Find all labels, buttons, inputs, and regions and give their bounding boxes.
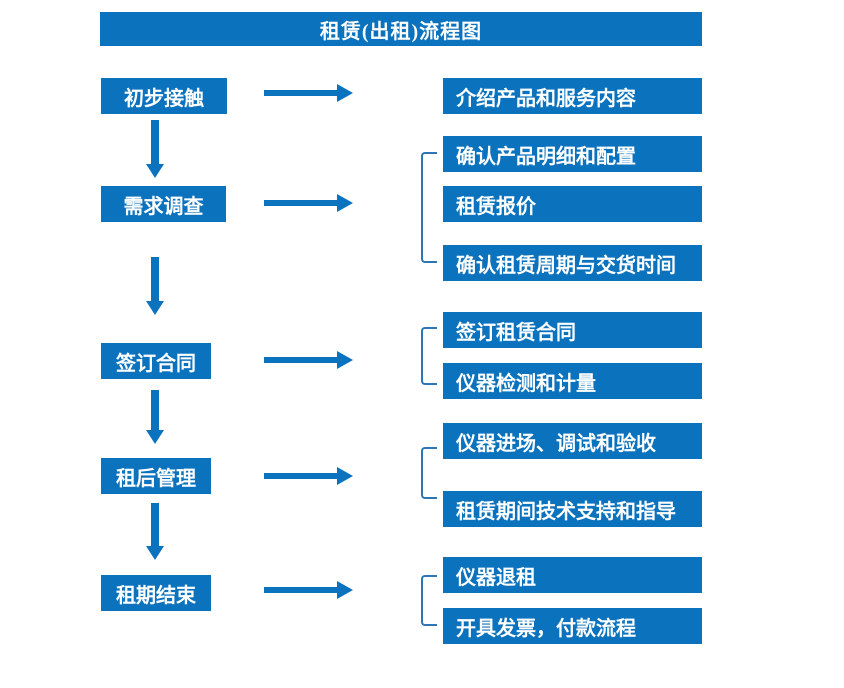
output-introduce-products: 介绍产品和服务内容 — [443, 78, 702, 114]
arrow-down-icon — [146, 503, 164, 560]
step-demand-survey: 需求调查 — [101, 186, 226, 222]
output-invoice-payment: 开具发票，付款流程 — [443, 608, 702, 644]
output-instrument-testing: 仪器检测和计量 — [443, 363, 702, 399]
output-confirm-product-details: 确认产品明细和配置 — [443, 136, 702, 172]
bracket-connector — [421, 327, 437, 385]
step-post-rental-management: 租后管理 — [101, 458, 211, 494]
step-initial-contact: 初步接触 — [101, 78, 227, 114]
arrow-right-icon — [264, 467, 353, 485]
arrow-down-icon — [146, 120, 164, 178]
arrow-right-icon — [264, 581, 353, 599]
bracket-connector — [421, 152, 437, 263]
output-technical-support: 租赁期间技术支持和指导 — [443, 491, 702, 527]
page-title: 租赁(出租)流程图 — [319, 20, 483, 43]
output-sign-rental-contract: 签订租赁合同 — [443, 312, 702, 348]
output-instrument-setup-acceptance: 仪器进场、调试和验收 — [443, 423, 702, 459]
arrow-right-icon — [264, 84, 353, 102]
step-rental-end: 租期结束 — [101, 575, 211, 611]
output-instrument-return: 仪器退租 — [443, 557, 702, 593]
bracket-connector — [421, 447, 437, 499]
output-rental-quotation: 租赁报价 — [443, 186, 702, 222]
arrow-right-icon — [264, 351, 353, 369]
arrow-down-icon — [146, 390, 164, 444]
title-bar: 租赁(出租)流程图 — [100, 12, 702, 46]
step-sign-contract: 签订合同 — [101, 343, 211, 379]
bracket-connector — [421, 575, 437, 626]
arrow-down-icon — [146, 257, 164, 315]
arrow-right-icon — [264, 194, 353, 212]
output-confirm-period-delivery: 确认租赁周期与交货时间 — [443, 245, 702, 281]
